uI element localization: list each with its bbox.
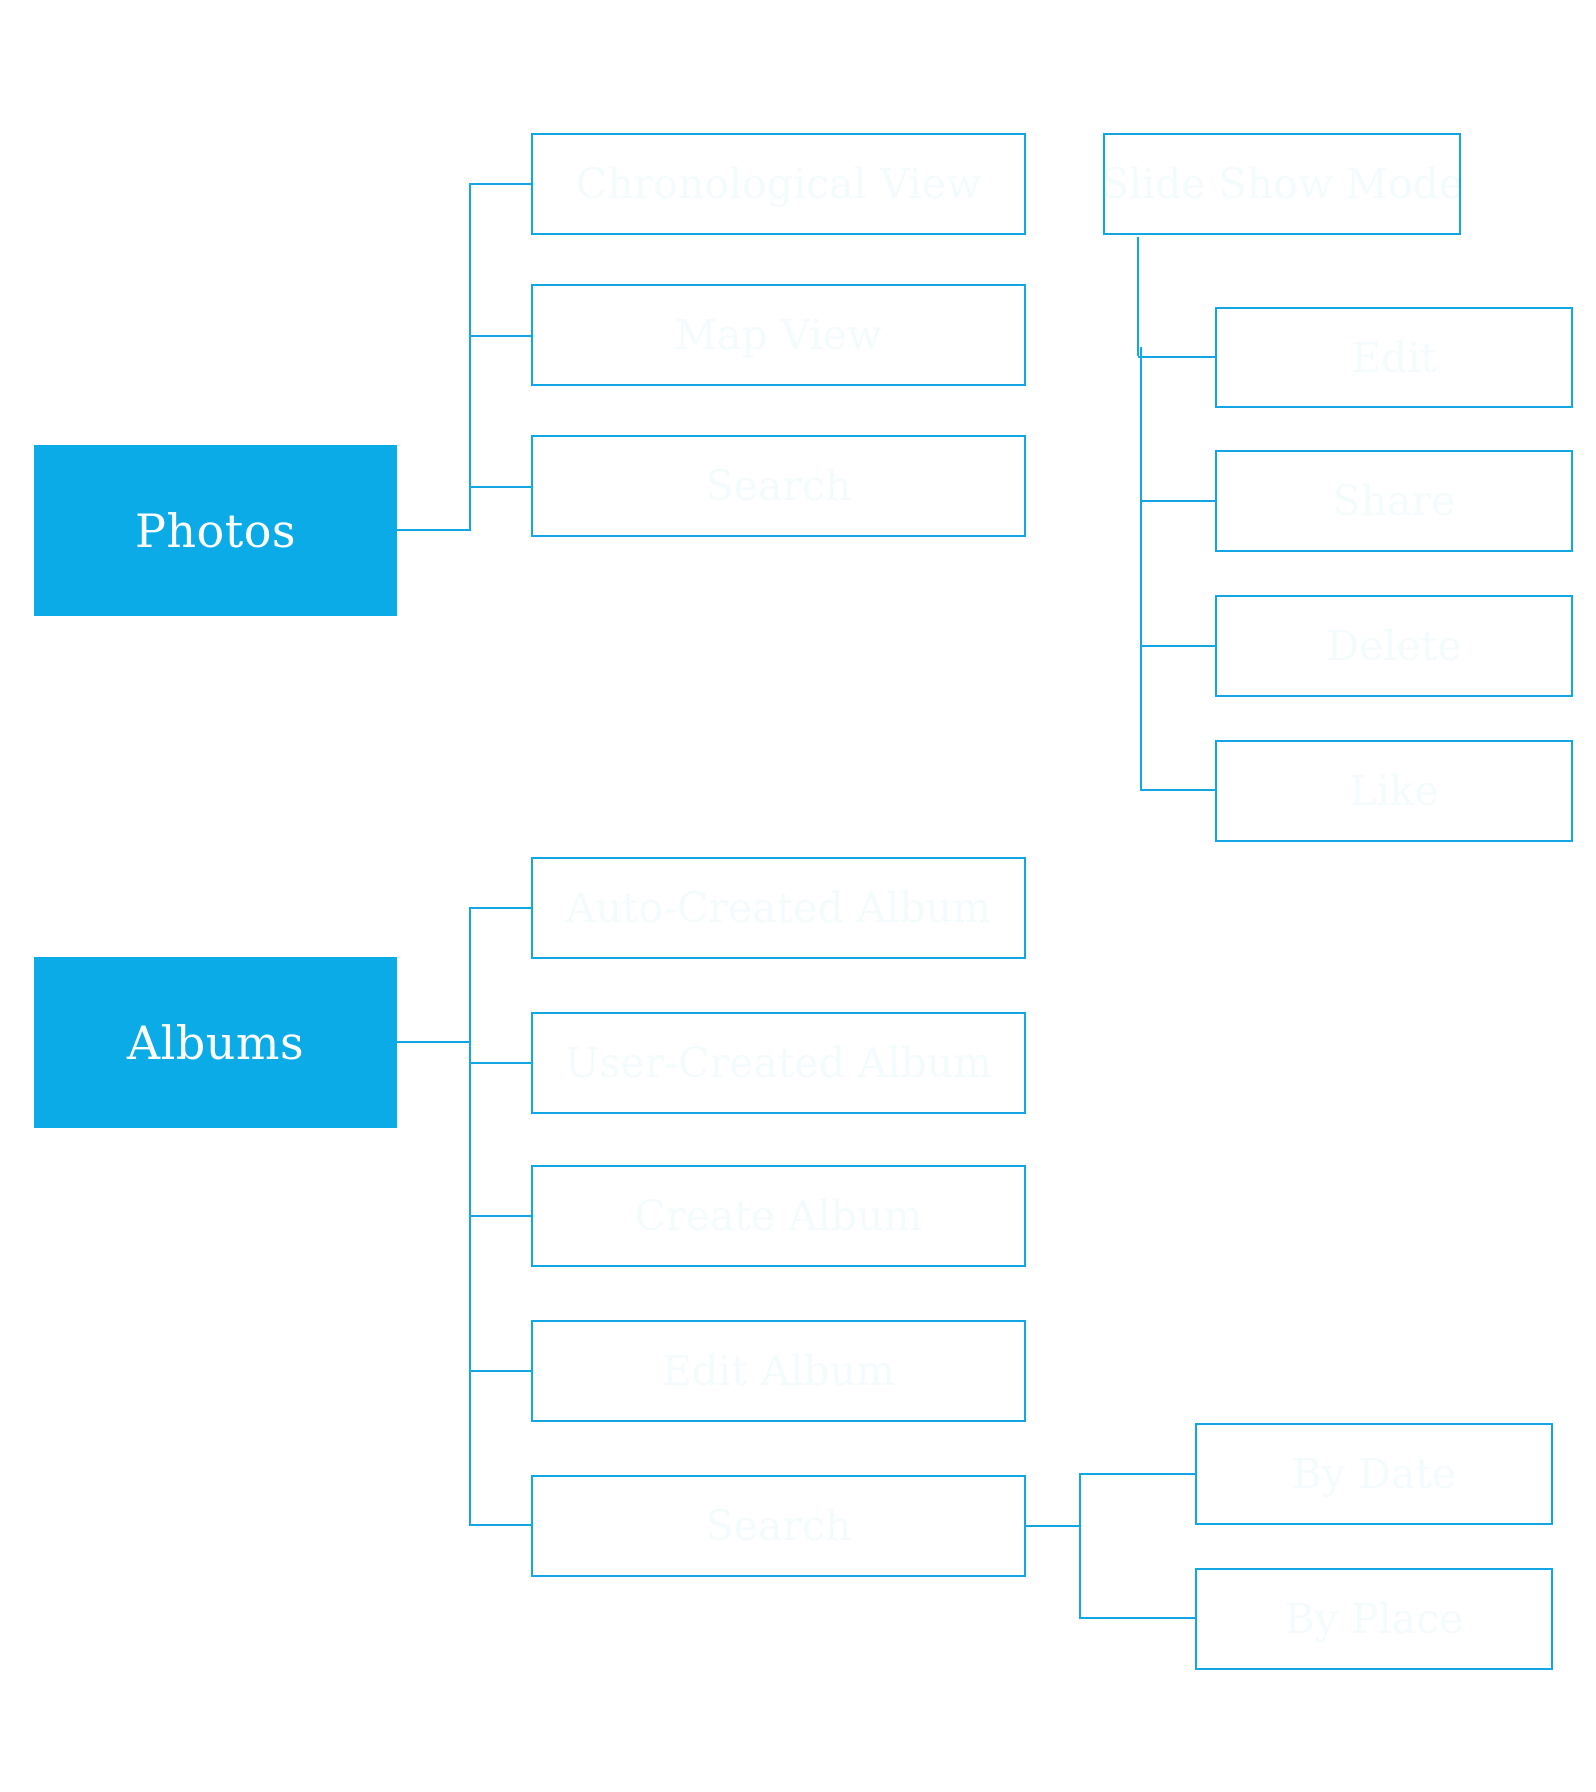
map-view-node[interactable]: Map View (531, 284, 1026, 386)
slideshow-edit-node[interactable]: Edit (1215, 307, 1573, 408)
photos-root-node[interactable]: Photos (34, 445, 397, 616)
chronological-view-node[interactable]: Chronological View (531, 133, 1026, 235)
albums-search-node[interactable]: Search (531, 1475, 1026, 1577)
slide-show-mode-node[interactable]: Slide Show Mode (1103, 133, 1461, 235)
slideshow-like-node[interactable]: Like (1215, 740, 1573, 842)
slideshow-share-node[interactable]: Share (1215, 450, 1573, 552)
by-place-node[interactable]: By Place (1195, 1568, 1553, 1670)
user-created-album-node[interactable]: User-Created Album (531, 1012, 1026, 1114)
auto-created-album-node[interactable]: Auto-Created Album (531, 857, 1026, 959)
by-date-node[interactable]: By Date (1195, 1423, 1553, 1525)
edit-album-node[interactable]: Edit Album (531, 1320, 1026, 1422)
albums-root-node[interactable]: Albums (34, 957, 397, 1128)
slideshow-delete-node[interactable]: Delete (1215, 595, 1573, 697)
create-album-node[interactable]: Create Album (531, 1165, 1026, 1267)
photos-search-node[interactable]: Search (531, 435, 1026, 537)
